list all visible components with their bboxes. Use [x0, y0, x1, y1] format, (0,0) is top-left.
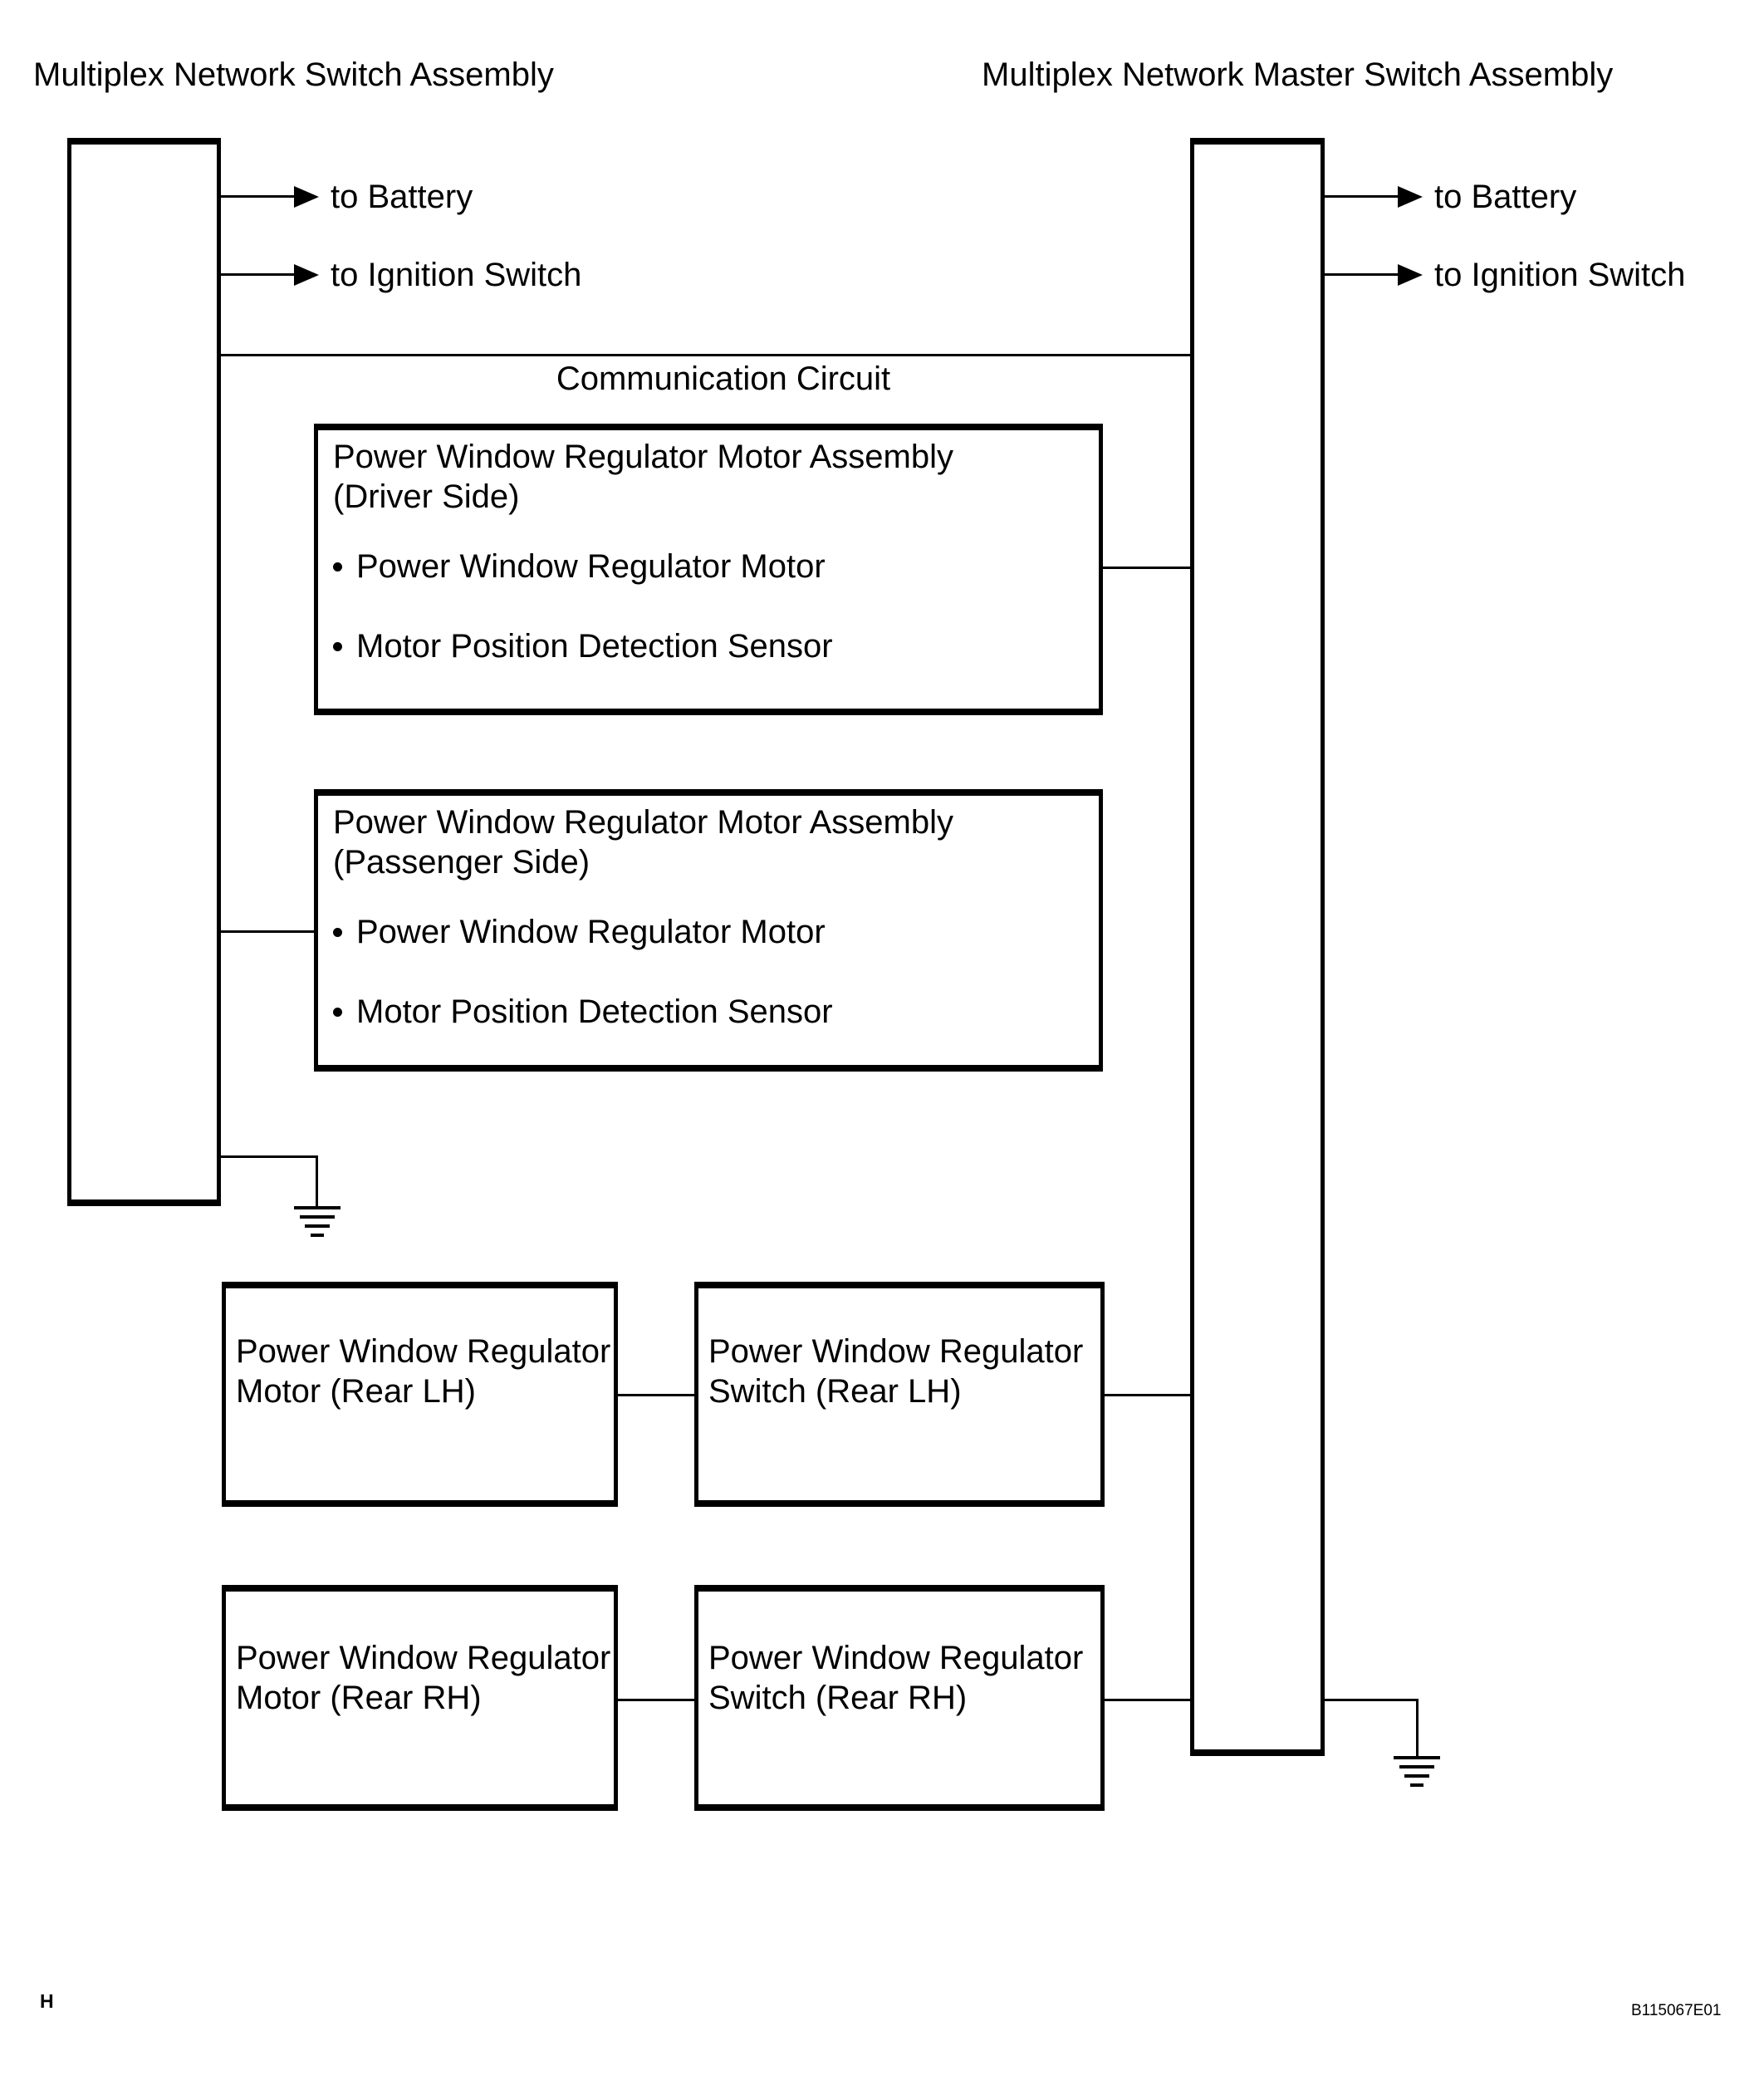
passenger-motor-assembly-box: Power Window Regulator Motor Assembly (P… [314, 789, 1103, 1072]
rear-lh-motor-line1: Power Window Regulator [236, 1333, 611, 1370]
passenger-bullet-2-label: Motor Position Detection Sensor [356, 993, 833, 1030]
wire-right-ignition [1325, 273, 1398, 276]
left-to-battery-label: to Battery [331, 179, 473, 215]
page-mark: H [40, 1990, 54, 2012]
rear-rh-motor-line2: Motor (Rear RH) [236, 1680, 482, 1716]
earth-ground-icon [1394, 1756, 1440, 1787]
multiplex-master-switch-assembly-box [1190, 138, 1325, 1756]
passenger-box-bullet-1: Power Window Regulator Motor [333, 914, 826, 950]
rear-rh-switch-label: Power Window Regulator Switch (Rear RH) [708, 1638, 1083, 1718]
right-to-battery-label: to Battery [1434, 179, 1577, 215]
driver-box-title-line1: Power Window Regulator Motor Assembly [333, 439, 953, 475]
arrow-right-icon [1398, 264, 1423, 286]
left-assembly-title: Multiplex Network Switch Assembly [33, 56, 554, 93]
rear-lh-switch-line2: Switch (Rear LH) [708, 1373, 962, 1410]
driver-motor-assembly-box: Power Window Regulator Motor Assembly (D… [314, 424, 1103, 715]
wire-rh-switch-to-master [1105, 1699, 1190, 1701]
passenger-box-title: Power Window Regulator Motor Assembly (P… [333, 802, 953, 882]
wire-lh-switch-to-master [1105, 1394, 1190, 1396]
bullet-icon [333, 927, 342, 937]
figure-code: B115067E01 [1631, 2002, 1722, 2019]
passenger-box-title-line2: (Passenger Side) [333, 844, 590, 881]
wire-right-battery [1325, 195, 1398, 198]
driver-box-bullet-1: Power Window Regulator Motor [333, 548, 826, 585]
rear-lh-switch-line1: Power Window Regulator [708, 1333, 1084, 1370]
wire-right-ground-tap [1325, 1699, 1419, 1701]
wire-right-ground-stem [1416, 1699, 1419, 1757]
rear-rh-motor-line1: Power Window Regulator [236, 1640, 611, 1676]
communication-circuit-label: Communication Circuit [556, 361, 891, 397]
right-to-ignition-label: to Ignition Switch [1434, 257, 1686, 293]
rear-rh-switch-line2: Switch (Rear RH) [708, 1680, 968, 1716]
wire-left-battery [221, 195, 294, 198]
rear-lh-switch-box: Power Window Regulator Switch (Rear LH) [694, 1282, 1105, 1507]
wire-driver-to-master [1103, 567, 1190, 569]
wire-left-ignition [221, 273, 294, 276]
rear-rh-motor-box: Power Window Regulator Motor (Rear RH) [222, 1585, 618, 1811]
earth-ground-icon [294, 1206, 341, 1237]
driver-bullet-2-label: Motor Position Detection Sensor [356, 628, 833, 665]
rear-lh-motor-line2: Motor (Rear LH) [236, 1373, 476, 1410]
passenger-box-title-line1: Power Window Regulator Motor Assembly [333, 804, 953, 841]
driver-box-bullet-2: Motor Position Detection Sensor [333, 628, 833, 665]
bullet-icon [333, 641, 342, 651]
wire-left-ground-stem [316, 1155, 318, 1206]
driver-bullet-1-label: Power Window Regulator Motor [356, 548, 826, 585]
rear-rh-switch-line1: Power Window Regulator [708, 1640, 1084, 1676]
arrow-right-icon [1398, 186, 1423, 208]
passenger-bullet-1-label: Power Window Regulator Motor [356, 914, 826, 950]
right-assembly-title: Multiplex Network Master Switch Assembly [982, 56, 1614, 93]
driver-box-title-line2: (Driver Side) [333, 478, 520, 515]
rear-rh-switch-box: Power Window Regulator Switch (Rear RH) [694, 1585, 1105, 1811]
bullet-icon [333, 562, 342, 572]
rear-lh-motor-label: Power Window Regulator Motor (Rear LH) [236, 1332, 610, 1411]
arrow-right-icon [294, 186, 319, 208]
wire-lh-motor-to-switch [618, 1394, 694, 1396]
arrow-right-icon [294, 264, 319, 286]
wire-rh-motor-to-switch [618, 1699, 694, 1701]
bullet-icon [333, 1007, 342, 1017]
rear-lh-motor-box: Power Window Regulator Motor (Rear LH) [222, 1282, 618, 1507]
rear-rh-motor-label: Power Window Regulator Motor (Rear RH) [236, 1638, 610, 1718]
wire-left-to-passenger [221, 930, 314, 933]
rear-lh-switch-label: Power Window Regulator Switch (Rear LH) [708, 1332, 1083, 1411]
wire-left-ground-tap [221, 1155, 317, 1158]
driver-box-title: Power Window Regulator Motor Assembly (D… [333, 437, 953, 517]
multiplex-switch-assembly-box [67, 138, 221, 1206]
passenger-box-bullet-2: Motor Position Detection Sensor [333, 993, 833, 1030]
left-to-ignition-label: to Ignition Switch [331, 257, 582, 293]
wire-communication-circuit [221, 354, 1190, 356]
